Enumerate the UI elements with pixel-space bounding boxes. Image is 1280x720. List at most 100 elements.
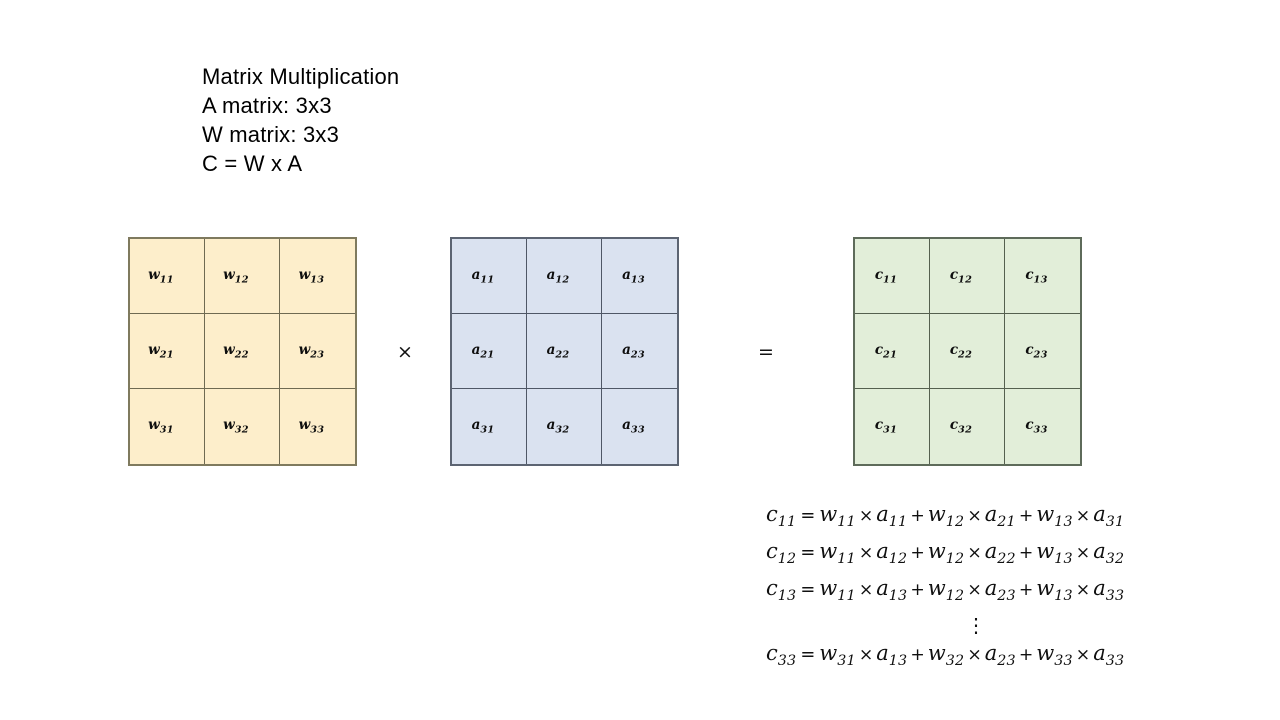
- eq-symbol-w12: w12: [927, 576, 965, 605]
- eq-symbol-c11: c11: [766, 502, 797, 531]
- eq-symbol-c12: c12: [766, 539, 797, 568]
- eq-symbol-w32: w32: [927, 640, 965, 669]
- matrix-cell-label-a22: a22: [546, 341, 570, 361]
- multiplication-operator: ×: [397, 341, 413, 363]
- eq-symbol-w11: w11: [819, 539, 856, 568]
- eq-symbol-a21: a21: [984, 502, 1016, 531]
- eq-symbol-a32: a32: [1093, 539, 1125, 568]
- matrix-cell-c21: c21: [855, 314, 930, 389]
- matrix-cell-label-w11: w11: [148, 266, 174, 286]
- title-line-2: A matrix: 3x3: [202, 93, 332, 118]
- matrix-cell-a12: a12: [527, 239, 602, 314]
- eq-symbol-a13: a13: [876, 576, 908, 605]
- times-sign: ×: [858, 644, 874, 665]
- matrix-cell-w31: w31: [130, 389, 205, 464]
- matrix-cell-w13: w13: [280, 239, 355, 314]
- plus-sign: +: [1018, 543, 1034, 564]
- matrix-cell-a32: a32: [527, 389, 602, 464]
- eq-symbol-a22: a22: [984, 539, 1016, 568]
- equals-sign: =: [800, 643, 816, 665]
- eq-symbol-w13: w13: [1036, 502, 1073, 531]
- matrix-cell-a31: a31: [452, 389, 527, 464]
- matrix-cell-c22: c22: [930, 314, 1005, 389]
- eq-symbol-w13: w13: [1036, 576, 1073, 605]
- matrix-cell-label-w22: w22: [223, 341, 249, 361]
- matrix-cell-label-c21: c21: [874, 341, 898, 361]
- matrix-cell-label-w13: w13: [298, 266, 325, 286]
- matrix-cell-label-w32: w32: [223, 417, 249, 436]
- equation-c33: c33=w31×a13+w32×a23+w33×a33: [766, 639, 1186, 676]
- matrix-cell-c13: c13: [1005, 239, 1080, 314]
- eq-symbol-w31: w31: [819, 640, 856, 669]
- eq-symbol-w11: w11: [819, 576, 856, 605]
- matrix-cell-label-a21: a21: [471, 341, 495, 361]
- equation-c11: c11=w11×a11+w12×a21+w13×a31: [766, 500, 1186, 537]
- times-sign: ×: [967, 506, 982, 526]
- times-sign: ×: [858, 580, 874, 601]
- plus-sign: +: [1018, 644, 1034, 665]
- times-sign: ×: [1075, 580, 1091, 601]
- page-title: Matrix Multiplication A matrix: 3x3 W matr…: [202, 62, 399, 178]
- matrix-cell-a21: a21: [452, 314, 527, 389]
- plus-sign: +: [910, 543, 925, 564]
- matrix-cell-w11: w11: [130, 239, 205, 314]
- matrix-cell-label-c11: c11: [874, 266, 898, 286]
- eq-symbol-a23: a23: [984, 576, 1016, 605]
- eq-symbol-a33: a33: [1093, 640, 1125, 669]
- matrix-cell-label-a11: a11: [471, 266, 495, 286]
- matrix-cell-label-w31: w31: [148, 417, 174, 436]
- matrix-cell-a23: a23: [602, 314, 677, 389]
- matrix-cell-label-c12: c12: [949, 266, 973, 286]
- matrix-cell-label-a12: a12: [546, 266, 570, 286]
- title-line-1: Matrix Multiplication: [202, 64, 400, 89]
- times-sign: ×: [967, 543, 982, 564]
- matrix-cell-label-w12: w12: [223, 266, 249, 286]
- matrix-cell-w33: w33: [280, 389, 355, 464]
- eq-symbol-c13: c13: [766, 576, 797, 605]
- matrix-cell-label-a31: a31: [471, 417, 495, 436]
- matrix-cell-label-a23: a23: [622, 341, 645, 361]
- equals-sign: =: [800, 542, 816, 564]
- vertical-ellipsis: ⋮: [966, 612, 986, 637]
- matrix-cell-label-c13: c13: [1025, 266, 1048, 286]
- matrix-cell-label-c33: c33: [1025, 417, 1048, 436]
- matrix-cell-a13: a13: [602, 239, 677, 314]
- plus-sign: +: [910, 580, 925, 601]
- eq-symbol-a23: a23: [984, 640, 1016, 669]
- eq-symbol-w12: w12: [927, 539, 965, 568]
- matrix-cell-c31: c31: [855, 389, 930, 464]
- matrix-cell-label-w23: w23: [298, 341, 325, 361]
- matrix-cell-c23: c23: [1005, 314, 1080, 389]
- matrix-cell-label-w33: w33: [298, 417, 325, 436]
- matrix-cell-a11: a11: [452, 239, 527, 314]
- title-line-4: C = W x A: [202, 151, 303, 176]
- matrix-cell-label-c22: c22: [949, 341, 973, 361]
- times-sign: ×: [967, 580, 982, 601]
- matrix-w: w11 w12 w13 w21 w22 w23 w31 w32 w33: [128, 237, 357, 466]
- times-sign: ×: [858, 543, 874, 564]
- eq-symbol-a13: a13: [876, 640, 908, 669]
- matrix-cell-label-c23: c23: [1025, 341, 1048, 361]
- times-sign: ×: [858, 506, 874, 526]
- equals-operator: =: [758, 341, 774, 363]
- matrix-cell-a22: a22: [527, 314, 602, 389]
- plus-sign: +: [910, 644, 925, 665]
- matrix-cell-w12: w12: [205, 239, 280, 314]
- matrix-cell-a33: a33: [602, 389, 677, 464]
- matrix-cell-w22: w22: [205, 314, 280, 389]
- eq-symbol-w12: w12: [927, 502, 965, 531]
- eq-symbol-w13: w13: [1036, 539, 1073, 568]
- eq-symbol-w11: w11: [819, 502, 856, 531]
- eq-symbol-a33: a33: [1093, 576, 1125, 605]
- times-sign: ×: [1075, 506, 1091, 526]
- matrix-cell-w21: w21: [130, 314, 205, 389]
- matrix-cell-c33: c33: [1005, 389, 1080, 464]
- equation-c12: c12=w11×a12+w12×a22+w13×a32: [766, 537, 1186, 574]
- eq-symbol-w33: w33: [1036, 640, 1073, 669]
- eq-symbol-c33: c33: [766, 640, 797, 669]
- eq-symbol-a31: a31: [1093, 502, 1125, 531]
- eq-symbol-a12: a12: [876, 539, 908, 568]
- title-line-3: W matrix: 3x3: [202, 122, 340, 147]
